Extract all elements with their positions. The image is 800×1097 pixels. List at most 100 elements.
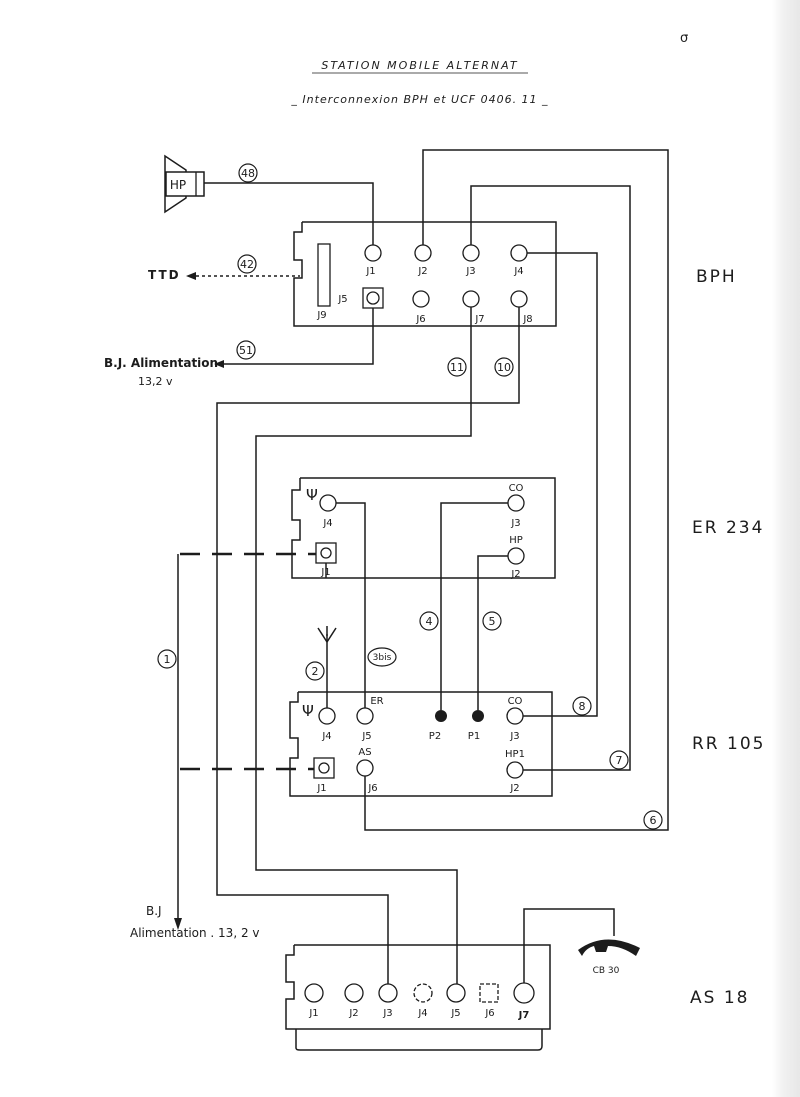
bph-j2-connector xyxy=(414,244,432,262)
er234-hp-label: HP xyxy=(509,535,523,546)
wire-tag-48: 48 xyxy=(238,163,258,183)
as18-j7-label: J7 xyxy=(518,1010,530,1021)
bph-j8-label: J8 xyxy=(522,314,532,325)
as18-unit-name: AS 18 xyxy=(690,988,749,1008)
as18-box xyxy=(285,944,551,1030)
bph-j5-inner xyxy=(366,291,380,305)
rr105-hp1-label: HP1 xyxy=(505,749,525,760)
rr105-antenna-icon: Ψ xyxy=(302,702,314,720)
bph-j9-label: J9 xyxy=(316,310,326,321)
bph-unit-name: BPH xyxy=(696,267,737,287)
wire-7 xyxy=(470,185,631,771)
rr105-j4-label: J4 xyxy=(321,731,331,742)
rr105-box xyxy=(289,691,553,797)
svg-text:2: 2 xyxy=(312,665,319,678)
svg-text:11: 11 xyxy=(450,361,464,374)
rr105-er-label: ER xyxy=(370,696,383,707)
as18-unit: J1 J2 J3 J4 J5 J6 J7 xyxy=(285,944,551,1051)
er234-unit: Ψ J4 CO J3 HP J2 J1 xyxy=(291,477,556,580)
wire-5 xyxy=(477,555,508,710)
wire-tag-51: 51 xyxy=(236,340,256,360)
wire-4 xyxy=(440,502,508,710)
bph-j6-connector xyxy=(412,290,430,308)
wire-tag-7: 7 xyxy=(609,750,629,770)
er234-antenna-icon: Ψ xyxy=(306,486,318,504)
rr105-p2-terminal xyxy=(435,710,447,722)
wire-10 xyxy=(216,307,520,985)
bph-j1-label: J1 xyxy=(365,266,375,277)
svg-text:8: 8 xyxy=(579,700,586,713)
wire-51 xyxy=(224,308,374,365)
as18-j7-connector xyxy=(513,982,535,1004)
as18-j2-label: J2 xyxy=(348,1008,358,1019)
wire-tag-1: 1 xyxy=(157,649,177,669)
rr105-j6-connector xyxy=(356,759,374,777)
handset-cord xyxy=(523,908,615,983)
as18-j4-label: J4 xyxy=(417,1008,427,1019)
bph-j6-label: J6 xyxy=(415,314,425,325)
diagram-title: STATION MOBILE ALTERNAT xyxy=(321,59,518,72)
er234-unit-name: ER 234 xyxy=(692,518,764,538)
bph-j7-label: J7 xyxy=(474,314,484,325)
svg-text:4: 4 xyxy=(426,615,433,628)
rr105-j5-label: J5 xyxy=(361,731,371,742)
rr105-j4-connector xyxy=(318,707,336,725)
er234-j4-label: J4 xyxy=(322,518,332,529)
as18-base xyxy=(295,1029,543,1051)
as18-j2-connector xyxy=(344,983,364,1003)
rr105-j2-label: J2 xyxy=(509,783,519,794)
wire-tag-42: 42 xyxy=(237,254,257,274)
rr105-j5-connector xyxy=(356,707,374,725)
bph-j3-label: J3 xyxy=(465,266,475,277)
svg-text:10: 10 xyxy=(497,361,511,374)
diagram-subtitle: _ Interconnexion BPH et UCF 0406. 11 _ xyxy=(290,93,548,106)
as18-j4-connector xyxy=(413,983,433,1003)
bph-j7-connector xyxy=(462,290,480,308)
wire-tag-8: 8 xyxy=(572,696,592,716)
bj-bottom-label: B.J xyxy=(146,904,162,918)
rr105-p2-label: P2 xyxy=(429,731,441,742)
bph-j4-label: J4 xyxy=(513,266,523,277)
rr105-co-connector xyxy=(506,707,524,725)
page-edge xyxy=(772,0,800,1097)
bph-unit: J1 J2 J3 J4 J5 J6 J7 J8 J9 xyxy=(293,221,557,327)
wire-3bis xyxy=(336,502,366,708)
wire-11 xyxy=(255,307,472,985)
wire-48 xyxy=(204,182,374,245)
wire-8 xyxy=(523,252,598,717)
as18-j3-label: J3 xyxy=(382,1008,392,1019)
handset-icon xyxy=(578,939,640,956)
handset-label: CB 30 xyxy=(593,966,620,976)
bj-top-voltage: 13,2 v xyxy=(138,375,173,388)
rr105-hp1-connector xyxy=(506,761,524,779)
ttd-label: TTD xyxy=(148,268,181,282)
as18-j5-connector xyxy=(446,983,466,1003)
bph-j4-connector xyxy=(510,244,528,262)
wire-tag-6: 6 xyxy=(643,810,663,830)
bph-j5-label: J5 xyxy=(337,294,347,305)
speaker-icon xyxy=(164,154,205,214)
bj-top-label: B.J. Alimentation xyxy=(104,356,218,370)
svg-text:6: 6 xyxy=(650,814,657,827)
rr105-unit: Ψ J4 ER J5 P2 P1 CO J3 AS J6 HP1 J2 J1 xyxy=(289,691,553,797)
er234-j1-inner xyxy=(320,547,332,559)
corner-mark: σ xyxy=(680,31,688,46)
svg-text:7: 7 xyxy=(616,754,623,767)
as18-j1-connector xyxy=(304,983,324,1003)
rr105-as-label: AS xyxy=(358,747,371,758)
as18-j1-label: J1 xyxy=(308,1008,318,1019)
bj-bottom-arrow xyxy=(174,918,182,930)
wire-tag-11: 11 xyxy=(447,357,467,377)
rr105-j1-inner xyxy=(318,762,330,774)
er234-co-connector xyxy=(507,494,525,512)
bph-j8-connector xyxy=(510,290,528,308)
rr105-p1-terminal xyxy=(472,710,484,722)
er234-hp-connector xyxy=(507,547,525,565)
bj-top-arrow xyxy=(214,360,224,368)
rr105-j6-label: J6 xyxy=(367,783,377,794)
speaker-label: HP xyxy=(170,178,186,192)
svg-text:42: 42 xyxy=(240,258,254,271)
svg-text:51: 51 xyxy=(239,344,253,357)
wire-tag-4: 4 xyxy=(419,611,439,631)
as18-j3-connector xyxy=(378,983,398,1003)
